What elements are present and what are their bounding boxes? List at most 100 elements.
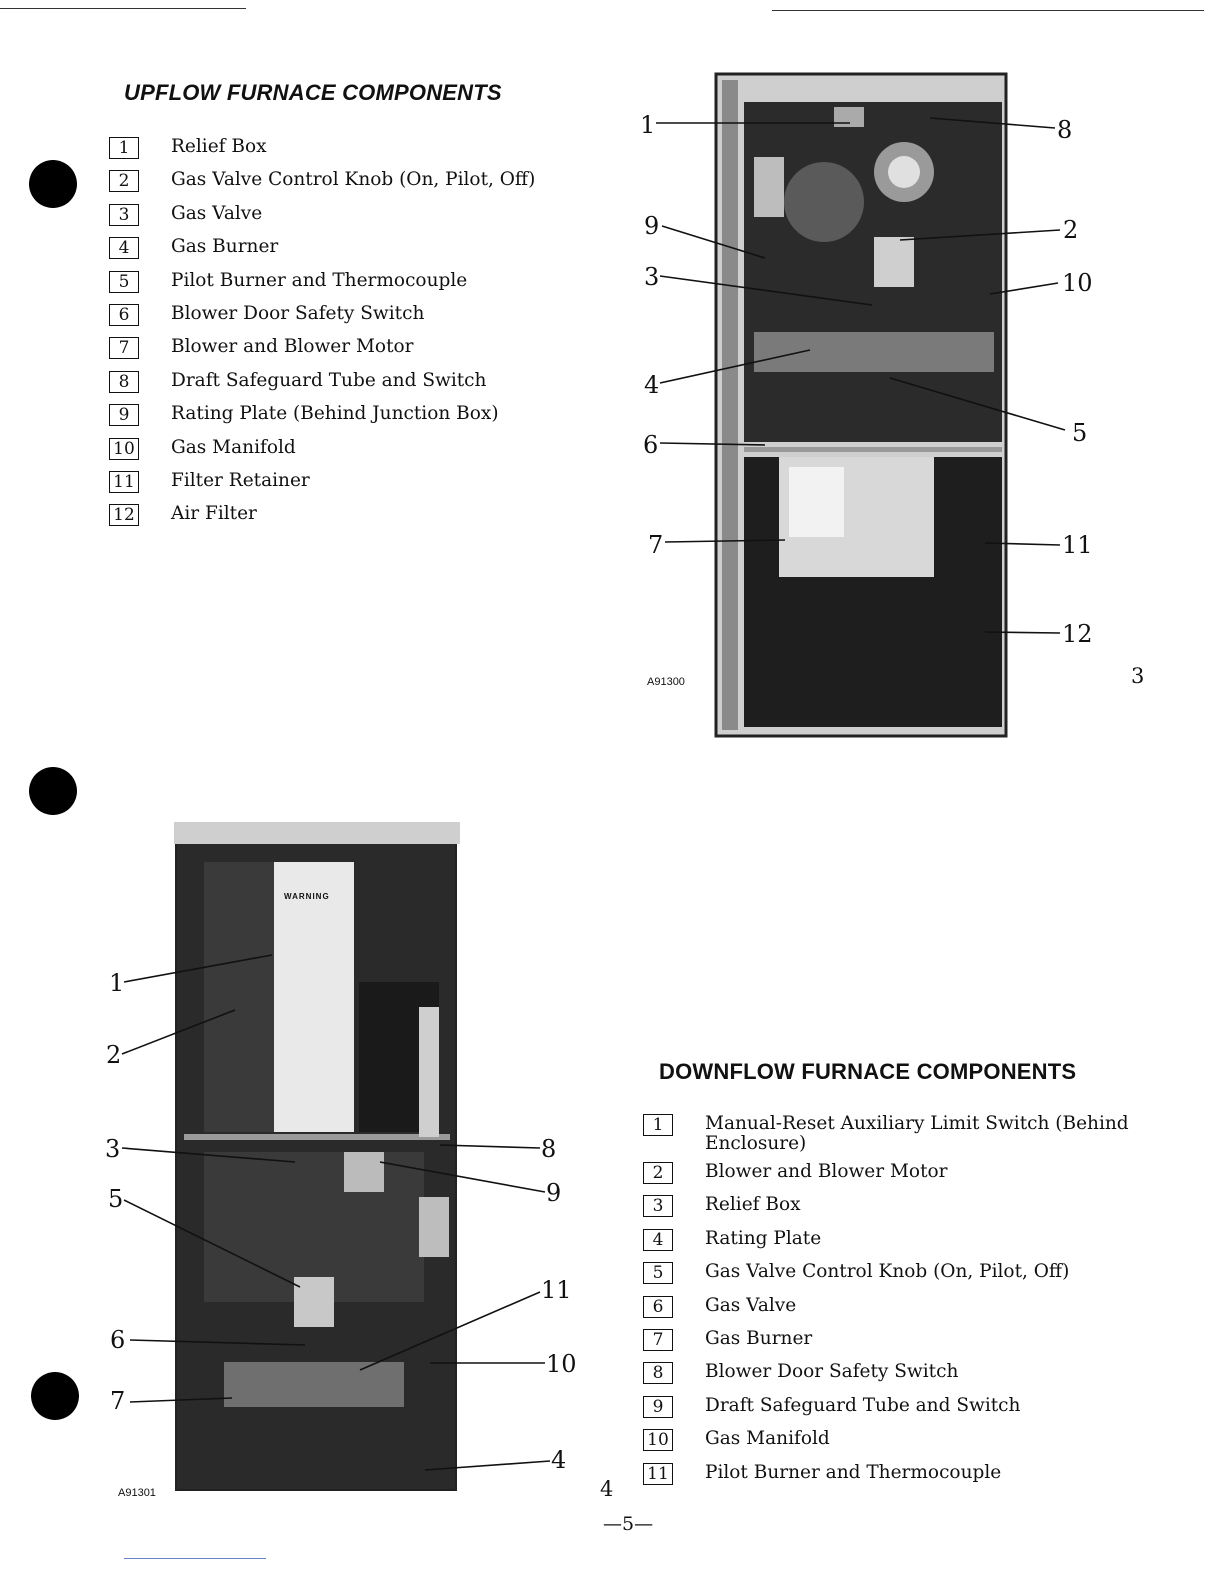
item-label: Filter Retainer: [171, 469, 310, 491]
item-number: 8: [109, 370, 139, 393]
upflow-callout-10: 10: [1062, 269, 1093, 297]
item-label: Gas Burner: [171, 236, 279, 258]
item-label: Gas Valve Control Knob (On, Pilot, Off): [705, 1261, 1070, 1283]
list-item: 7 Blower and Blower Motor: [109, 337, 579, 370]
upflow-callout-12: 12: [1062, 620, 1093, 648]
upflow-callout-3: 3: [644, 263, 660, 291]
item-label: Manual-Reset Auxiliary Limit Switch (Beh…: [705, 1113, 1129, 1154]
upflow-component-list: 1 Relief Box 2 Gas Valve Control Knob (On,…: [109, 137, 579, 538]
item-number: 6: [109, 303, 139, 326]
list-item: 5 Gas Valve Control Knob (On, Pilot, Off): [643, 1262, 1163, 1295]
downflow-figure-code: A91301: [118, 1487, 156, 1499]
upflow-callout-7: 7: [648, 531, 664, 559]
upflow-title: UPFLOW FURNACE COMPONENTS: [124, 80, 502, 105]
list-item: 8 Blower Door Safety Switch: [643, 1362, 1163, 1395]
page-number: —5—: [603, 1513, 654, 1535]
list-item: 2 Gas Valve Control Knob (On, Pilot, Off): [109, 170, 579, 203]
item-label: Blower Door Safety Switch: [171, 302, 425, 324]
item-label: Pilot Burner and Thermocouple: [171, 269, 468, 291]
downflow-callout-3: 3: [105, 1135, 121, 1163]
item-label: Gas Burner: [705, 1327, 813, 1349]
item-number: 4: [643, 1228, 673, 1251]
item-number: 2: [643, 1162, 673, 1184]
item-number: 10: [643, 1429, 673, 1452]
list-item: 3 Gas Valve: [109, 202, 579, 237]
upflow-callout-5: 5: [1072, 419, 1088, 447]
binder-hole-bottom: [31, 1372, 79, 1420]
item-label: Blower and Blower Motor: [705, 1161, 948, 1182]
item-label: Relief Box: [171, 136, 267, 157]
item-label: Gas Valve Control Knob (On, Pilot, Off): [171, 169, 536, 191]
item-label: Blower Door Safety Switch: [705, 1361, 959, 1383]
list-item: 7 Gas Burner: [643, 1327, 1163, 1362]
item-label: Gas Valve: [705, 1294, 797, 1316]
item-number: 5: [109, 270, 139, 293]
downflow-callout-9: 9: [546, 1179, 562, 1207]
downflow-callout-7: 7: [110, 1387, 126, 1415]
item-number: 9: [643, 1395, 673, 1418]
upflow-callout-9: 9: [644, 212, 660, 240]
item-label: Gas Valve: [171, 202, 263, 224]
item-number: 8: [643, 1362, 673, 1385]
list-item: 9 Draft Safeguard Tube and Switch: [643, 1394, 1163, 1429]
upflow-callout-4: 4: [644, 371, 660, 399]
item-number: 1: [109, 137, 139, 159]
list-item: 4 Rating Plate: [643, 1227, 1163, 1262]
downflow-callout-11: 11: [541, 1276, 572, 1304]
item-number: 6: [643, 1295, 673, 1318]
downflow-callout-5: 5: [108, 1185, 124, 1213]
item-number: 4: [109, 237, 139, 260]
item-label: Gas Manifold: [705, 1428, 830, 1450]
item-number: 5: [643, 1262, 673, 1285]
item-number: 7: [643, 1328, 673, 1351]
top-rule-right: [772, 10, 1204, 11]
item-number: 12: [109, 504, 139, 527]
item-number: 7: [109, 337, 139, 360]
list-item: 6 Blower Door Safety Switch: [109, 302, 579, 337]
list-item: 5 Pilot Burner and Thermocouple: [109, 269, 579, 304]
upflow-callout-1: 1: [640, 111, 656, 139]
item-number: 11: [643, 1462, 673, 1485]
item-label: Draft Safeguard Tube and Switch: [705, 1394, 1021, 1416]
upflow-figure-number: 3: [1131, 664, 1145, 688]
downflow-callout-8: 8: [541, 1135, 557, 1163]
upflow-callout-2: 2: [1063, 216, 1079, 244]
list-item: 11 Filter Retainer: [109, 469, 579, 504]
item-label: Rating Plate: [705, 1227, 822, 1249]
item-number: 3: [109, 203, 139, 226]
list-item: 2 Blower and Blower Motor: [643, 1162, 1163, 1195]
item-number: 11: [109, 470, 139, 493]
binder-hole-top: [29, 160, 77, 208]
downflow-callout-1: 1: [109, 969, 125, 997]
item-number: 9: [109, 404, 139, 427]
item-number: 1: [643, 1114, 673, 1136]
item-label: Draft Safeguard Tube and Switch: [171, 369, 487, 391]
binder-hole-middle: [29, 767, 77, 815]
item-label: Rating Plate (Behind Junction Box): [171, 403, 499, 425]
upflow-callout-6: 6: [643, 431, 659, 459]
list-item: 4 Gas Burner: [109, 237, 579, 270]
downflow-callout-2: 2: [106, 1041, 122, 1069]
list-item: 8 Draft Safeguard Tube and Switch: [109, 369, 579, 404]
downflow-title: DOWNFLOW FURNACE COMPONENTS: [659, 1059, 1077, 1084]
list-item: 10 Gas Manifold: [643, 1429, 1163, 1462]
upflow-furnace-photo: [714, 72, 1012, 740]
downflow-component-list: 1 Manual-Reset Auxiliary Limit Switch (Be…: [643, 1114, 1163, 1496]
list-item: 9 Rating Plate (Behind Junction Box): [109, 404, 579, 437]
top-rule-left: [0, 8, 246, 9]
upflow-callout-8: 8: [1057, 116, 1073, 144]
item-label: Blower and Blower Motor: [171, 336, 414, 358]
downflow-callout-4: 4: [551, 1446, 567, 1474]
downflow-callout-10: 10: [546, 1350, 577, 1378]
bottom-rule: [124, 1558, 266, 1559]
list-item: 6 Gas Valve: [643, 1294, 1163, 1329]
item-number: 10: [109, 437, 139, 460]
item-number: 2: [109, 170, 139, 193]
list-item: 1 Relief Box: [109, 137, 579, 170]
upflow-callout-11: 11: [1062, 531, 1093, 559]
downflow-warning-label: WARNING: [284, 892, 330, 901]
downflow-figure-number: 4: [600, 1477, 614, 1501]
